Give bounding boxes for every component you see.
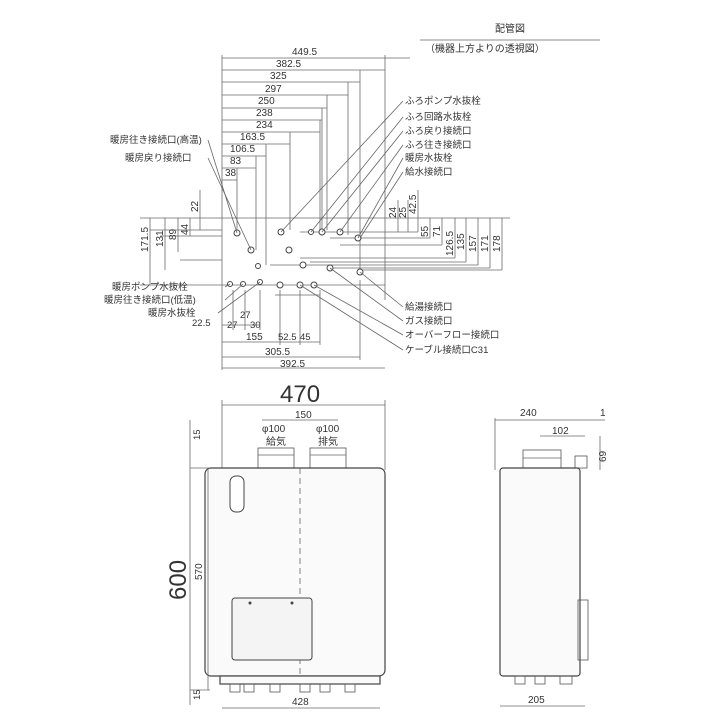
dim-top-83: 83 xyxy=(230,156,242,167)
dim-top-163-5: 163.5 xyxy=(240,132,265,143)
dim-right-178: 178 xyxy=(492,235,503,252)
callout-cable: ケーブル接続口C31 xyxy=(405,344,488,356)
diagram-title: 配管図 xyxy=(495,22,525,35)
callout-gas: ガス接続口 xyxy=(405,315,453,327)
callout-bath-circuit-drain: ふろ回路水抜栓 xyxy=(405,111,472,123)
dim-pipe-span: 150 xyxy=(295,410,312,421)
dim-bottom-depth: 205 xyxy=(528,695,545,706)
dim-edge-1: 1 xyxy=(600,408,606,419)
dim-left-22: 22 xyxy=(190,200,201,212)
dim-top-38: 38 xyxy=(225,168,237,179)
callout-heating-pump-drain: 暖房ポンプ水抜栓 xyxy=(112,281,188,293)
dim-right-157: 157 xyxy=(468,235,479,252)
dim-width-470: 470 xyxy=(280,381,320,408)
callout-heating-supply-high: 暖房往き接続口(高温) xyxy=(110,134,202,146)
dim-bottom-155: 155 xyxy=(246,332,263,343)
callout-heating-return: 暖房戻り接続口 xyxy=(125,152,192,164)
dim-height-600: 600 xyxy=(165,560,192,600)
connection-hole xyxy=(299,261,307,269)
dim-depth-240: 240 xyxy=(520,408,537,419)
intake-dia: φ100 xyxy=(262,424,286,435)
intake-pipe xyxy=(257,447,295,469)
dim-body-height: 570 xyxy=(194,563,205,580)
diagram-subtitle: （機器上方よりの透視図） xyxy=(425,42,545,55)
dim-bottom-305-5: 305.5 xyxy=(265,347,290,358)
callout-heating-supply-low: 暖房往き接続口(低温) xyxy=(104,294,196,306)
dim-bottom-27b: 27 xyxy=(227,320,238,331)
dim-top-234: 234 xyxy=(256,120,273,131)
dim-top-250: 250 xyxy=(258,96,275,107)
callout-heating-drain-right: 暖房水抜栓 xyxy=(405,152,453,164)
dim-bottom-392-5: 392.5 xyxy=(280,359,305,370)
vent-slot xyxy=(229,475,245,513)
callout-water-supply: 給水接続口 xyxy=(405,166,453,178)
dim-right-55: 55 xyxy=(420,225,431,237)
exhaust-label: 排気 xyxy=(318,435,338,448)
dim-left-44: 44 xyxy=(180,223,191,235)
side-flue-pipe xyxy=(522,449,562,469)
intake-label: 給気 xyxy=(266,435,286,448)
lower-panel xyxy=(231,597,313,661)
side-view: 240 1 102 69 205 xyxy=(494,408,609,707)
callout-heating-drain: 暖房水抜栓 xyxy=(148,307,196,319)
dim-left-131: 131 xyxy=(155,230,166,247)
dim-top-297: 297 xyxy=(265,84,282,95)
dim-bottom-22-5: 22.5 xyxy=(192,318,211,329)
dim-pipe-offset: 102 xyxy=(552,426,569,437)
exhaust-dia: φ100 xyxy=(316,424,340,435)
dim-right-71: 71 xyxy=(432,225,443,237)
side-body xyxy=(499,467,581,677)
front-view: 470 150 φ100 給気 φ100 排気 xyxy=(165,381,386,709)
dim-pipe-height: 69 xyxy=(598,450,609,462)
dim-right-24: 24 xyxy=(388,206,399,218)
connection-hole xyxy=(285,246,293,254)
callout-bath-pump-drain: ふろポンプ水抜栓 xyxy=(405,95,481,107)
dim-right-135: 135 xyxy=(456,233,467,250)
dim-right-171: 171 xyxy=(480,235,491,252)
dim-bottom-52-5: 52.5 xyxy=(278,332,297,343)
unit-base xyxy=(219,675,381,685)
dim-bottom-offset: 15 xyxy=(192,689,203,700)
exhaust-pipe xyxy=(309,447,347,469)
dim-bottom-30: 30 xyxy=(250,320,261,331)
dim-top-238: 238 xyxy=(256,108,273,119)
dim-top-offset: 15 xyxy=(192,429,203,440)
callout-overflow: オーバーフロー接続口 xyxy=(405,329,499,341)
dim-left-171-5: 171.5 xyxy=(140,227,151,252)
dim-top-106-5: 106.5 xyxy=(230,144,255,155)
dim-right-42-5: 42.5 xyxy=(408,194,419,214)
dim-top-382-5: 382.5 xyxy=(276,59,301,70)
dim-top-325: 325 xyxy=(270,71,287,82)
dim-right-126-5: 126.5 xyxy=(445,231,456,256)
connection-hole xyxy=(255,263,261,269)
dim-bottom-width: 428 xyxy=(292,697,309,708)
dim-top-449-5: 449.5 xyxy=(292,47,317,58)
callout-bath-return: ふろ戻り接続口 xyxy=(405,125,472,137)
callout-hot-water: 給湯接続口 xyxy=(405,301,453,313)
plan-view: 449.5 382.5 325 297 250 238 234 163.5 10… xyxy=(104,47,510,370)
dim-bottom-45: 45 xyxy=(300,332,311,343)
dim-left-89: 89 xyxy=(168,228,179,240)
dim-right-25: 25 xyxy=(398,206,409,218)
connection-hole xyxy=(276,281,284,289)
callout-bath-supply: ふろ往き接続口 xyxy=(405,139,472,151)
